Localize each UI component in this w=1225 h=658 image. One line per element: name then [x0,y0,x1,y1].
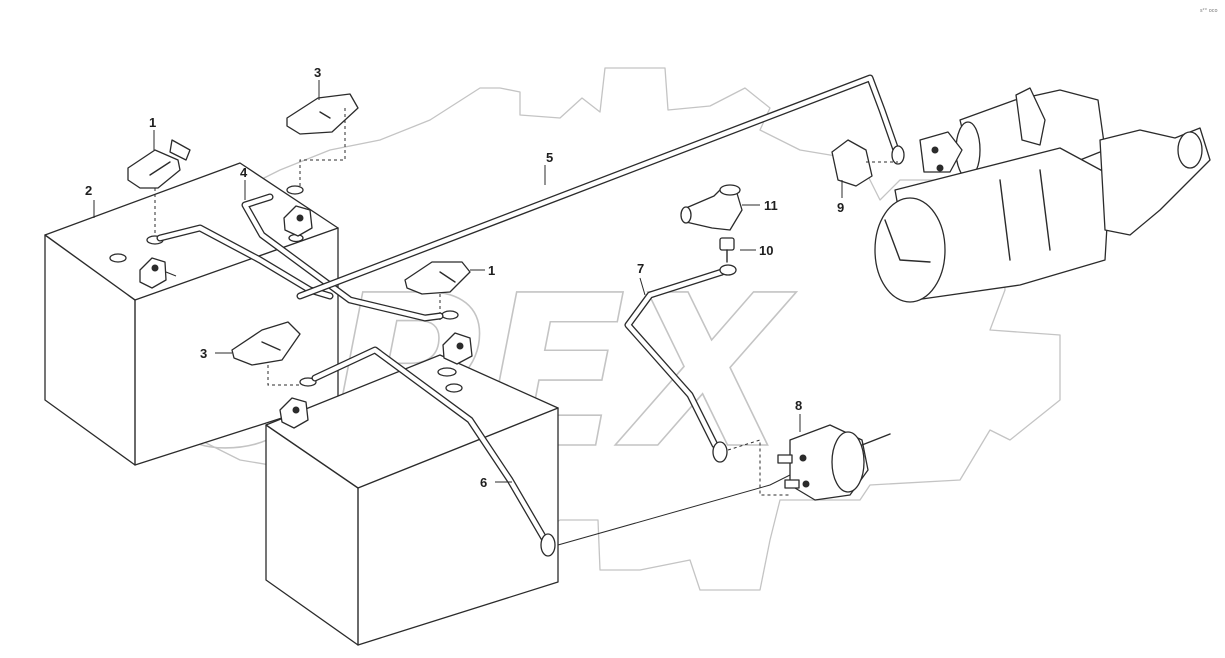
callout-6: 6 [480,475,487,490]
terminal-cover-3-left [231,321,301,366]
cable-7 [624,264,737,463]
callout-8: 8 [795,398,802,413]
callout-1-left: 1 [149,115,156,130]
terminal-cover-1-left [127,139,191,189]
callout-5: 5 [546,150,553,165]
callout-9: 9 [837,200,844,215]
starter-motor [874,87,1211,303]
terminal-clamp-left-neg [283,205,313,237]
terminal-cover-1-right [404,261,471,295]
callout-3-top: 3 [314,65,321,80]
corner-mark: s²° oco [1200,8,1218,14]
terminal-clamp-right-pos [442,332,473,365]
terminal-clamp-right-neg [279,397,309,429]
callout-10: 10 [759,243,773,258]
leader-lines [93,80,843,483]
battery-right [265,354,559,646]
terminal-clamp-left-pos [139,257,177,289]
callout-4: 4 [240,165,248,180]
callout-2: 2 [85,183,92,198]
callout-7: 7 [637,261,644,276]
callout-labels: 1 3 2 4 5 1 3 6 7 8 9 10 11 [85,65,844,490]
cable-6 [311,346,556,557]
bolt-10 [719,237,735,263]
cable-5 [296,74,905,300]
callout-11: 11 [764,198,778,213]
callout-1-right: 1 [488,263,495,278]
terminal-cover-3-top [286,93,359,135]
relay-8 [777,424,891,501]
boot-9 [831,139,898,187]
callout-3-left: 3 [200,346,207,361]
cap-11 [680,184,743,231]
